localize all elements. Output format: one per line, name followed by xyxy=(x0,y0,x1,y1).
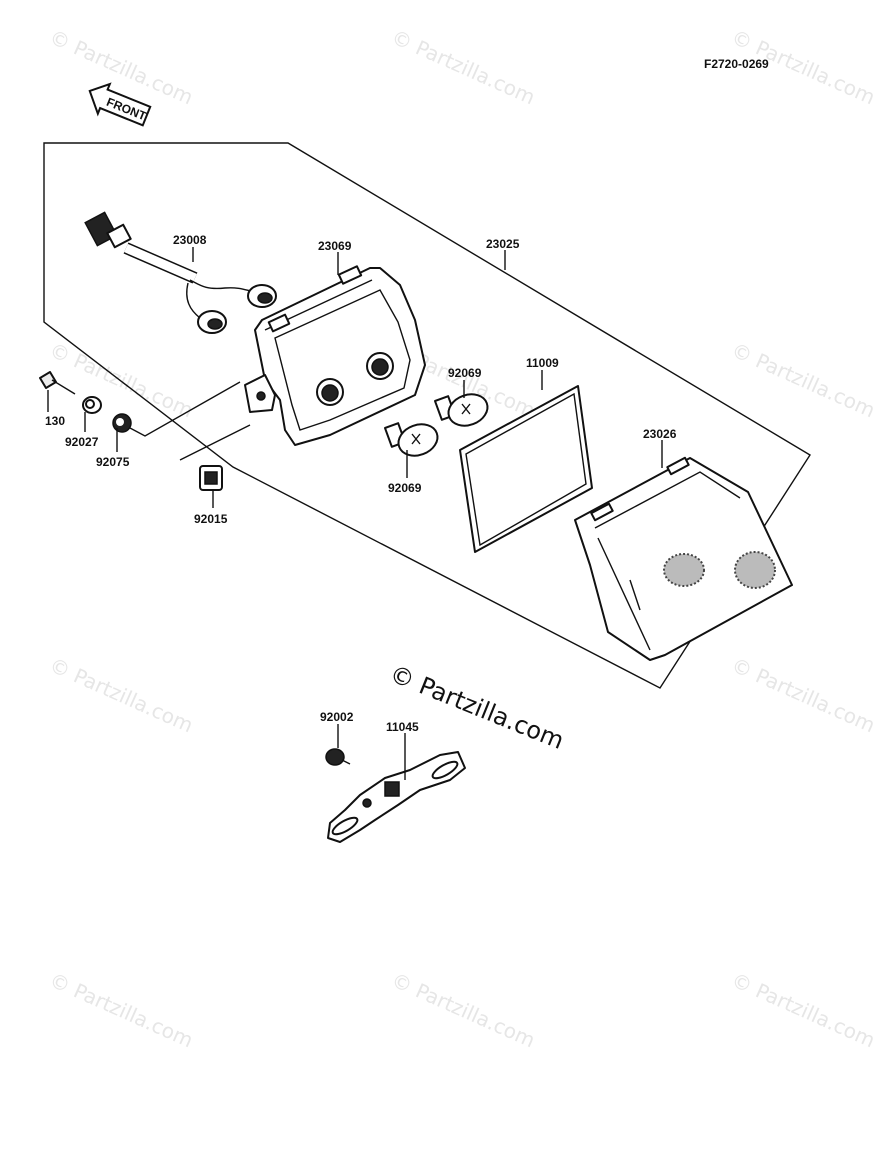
part-label-11045: 11045 xyxy=(386,720,419,734)
bulb-92069-upper xyxy=(434,393,489,427)
part-label-11009: 11009 xyxy=(526,356,559,370)
watermark: © Partzilla.com xyxy=(388,968,539,1053)
part-labels: 23008 23069 23025 11009 92069 92069 2302… xyxy=(45,233,677,734)
part-label-92069-lower: 92069 xyxy=(388,481,422,495)
gasket-11009 xyxy=(459,385,593,553)
watermark: © Partzilla.com xyxy=(728,653,879,738)
part-label-92002: 92002 xyxy=(320,710,354,724)
part-label-92075: 92075 xyxy=(96,455,130,469)
screw-92002 xyxy=(325,748,351,766)
bulb-92069-lower xyxy=(384,422,439,457)
part-label-92015: 92015 xyxy=(194,512,228,526)
watermark: © Partzilla.com xyxy=(728,338,879,423)
grommet-92075 xyxy=(112,413,132,433)
bracket-11045 xyxy=(327,751,466,843)
figure-code: F2720-0269 xyxy=(704,57,769,71)
lens-23026 xyxy=(574,456,793,661)
part-label-23069: 23069 xyxy=(318,239,352,253)
part-label-92069-upper: 92069 xyxy=(448,366,482,380)
part-label-23026: 23026 xyxy=(643,427,677,441)
watermark: © Partzilla.com xyxy=(46,968,197,1053)
watermark: © Partzilla.com xyxy=(46,653,197,738)
collar-92027 xyxy=(82,396,102,414)
wiring-harness-23008 xyxy=(84,211,277,334)
lamp-housing-23069 xyxy=(244,265,426,446)
nut-92015 xyxy=(199,465,223,491)
watermark: © Partzilla.com xyxy=(728,968,879,1053)
part-label-130: 130 xyxy=(45,414,65,428)
part-label-23025: 23025 xyxy=(486,237,520,251)
watermark: © Partzilla.com xyxy=(388,25,539,110)
part-label-92027: 92027 xyxy=(65,435,99,449)
leader-lines xyxy=(47,247,663,780)
assembly-outline xyxy=(43,142,811,689)
center-watermark: © Partzilla.com xyxy=(386,660,568,755)
bolt-130 xyxy=(39,371,76,395)
watermark: © Partzilla.com xyxy=(46,338,197,423)
part-label-23008: 23008 xyxy=(173,233,207,247)
